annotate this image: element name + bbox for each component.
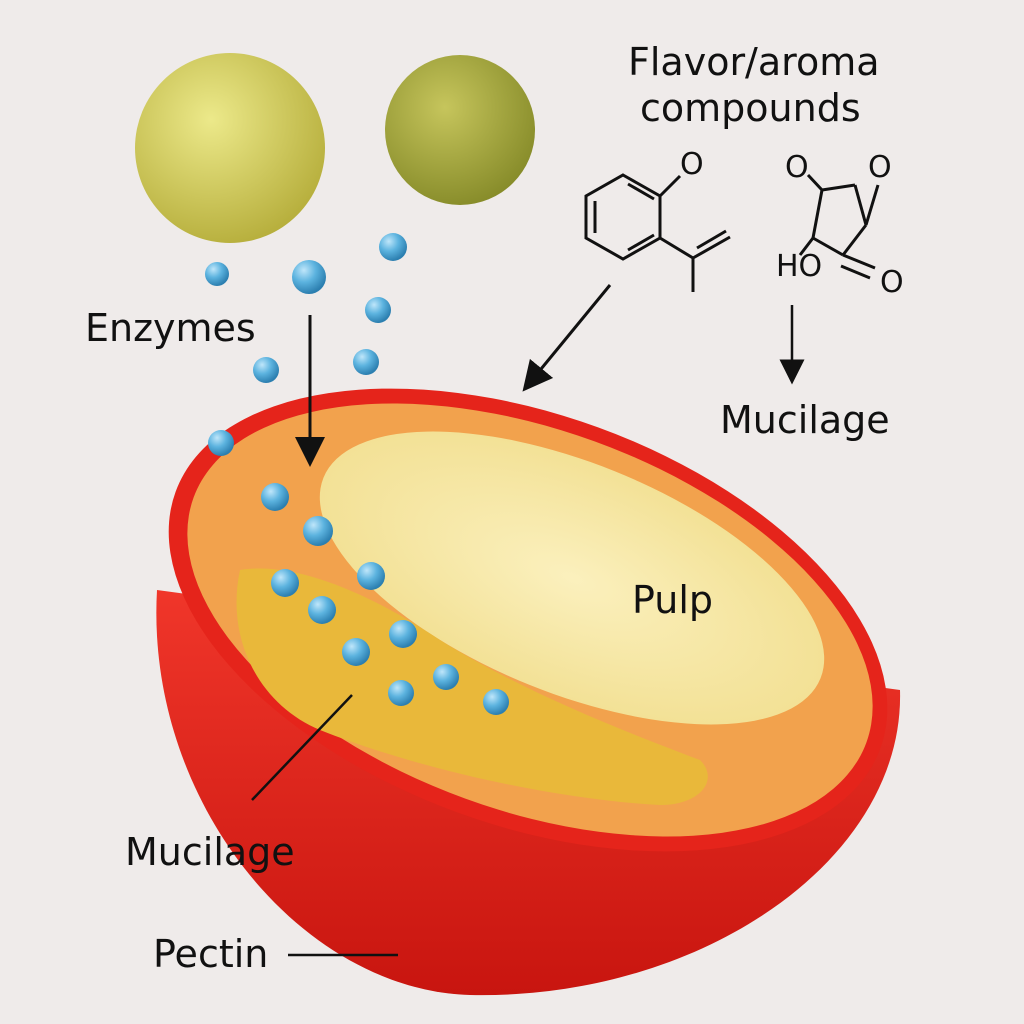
pulp-region: [319, 431, 825, 725]
molecule-2-hydroxyl: HO: [776, 249, 822, 284]
enzyme-particle: [292, 260, 326, 294]
enzyme-particles: [205, 233, 509, 715]
enzyme-particle: [342, 638, 370, 666]
molecule-2-oxygen-1: O: [785, 150, 809, 185]
enzyme-particle: [271, 569, 299, 597]
flavor-label-line1: Flavor/aroma: [628, 40, 880, 84]
pulp-label: Pulp: [632, 578, 714, 622]
flavor-molecule-1: [584, 173, 731, 292]
small-yeast-sphere: [385, 55, 535, 205]
coffee-cherry-cross-section: [156, 388, 901, 996]
enzyme-particle: [483, 689, 509, 715]
molecule-2-oxygen-3: O: [880, 265, 904, 300]
enzyme-particle: [208, 430, 234, 456]
enzyme-particle: [357, 562, 385, 590]
molecule-1-oxygen: O: [680, 147, 704, 182]
pectin-label: Pectin: [153, 932, 269, 976]
enzyme-particle: [353, 349, 379, 375]
enzyme-particle: [388, 680, 414, 706]
flavor-arrow: [522, 284, 612, 392]
molecule-2-oxygen-2: O: [868, 150, 892, 185]
enzyme-particle: [365, 297, 391, 323]
mucilage-label-right: Mucilage: [720, 398, 890, 442]
enzyme-particle: [303, 516, 333, 546]
enzyme-particle: [205, 262, 229, 286]
enzymes-label: Enzymes: [85, 306, 256, 350]
large-yeast-sphere: [135, 53, 325, 243]
enzyme-particle: [433, 664, 459, 690]
mucilage-leader-line: [251, 694, 353, 801]
mucilage-label-bottom: Mucilage: [125, 830, 295, 874]
enzyme-particle: [379, 233, 407, 261]
enzyme-particle: [389, 620, 417, 648]
enzyme-particle: [253, 357, 279, 383]
flavor-label-line2: compounds: [640, 86, 861, 130]
enzyme-particle: [308, 596, 336, 624]
enzyme-particle: [261, 483, 289, 511]
flavor-molecule-2: [798, 173, 880, 280]
mucilage-cavity: [236, 568, 708, 805]
